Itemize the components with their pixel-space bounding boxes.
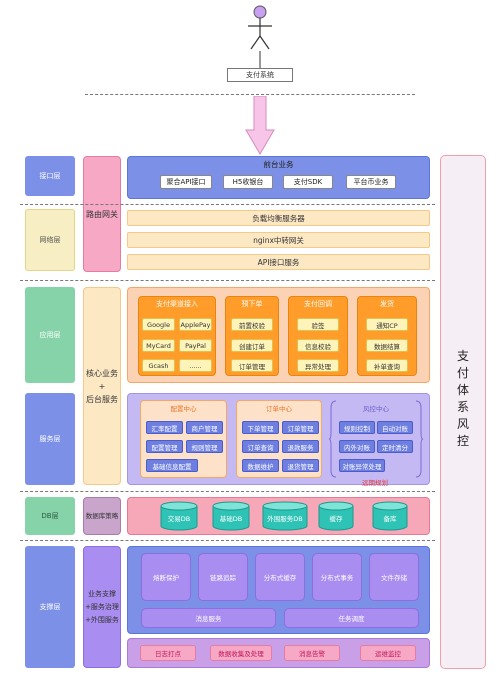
app-chip-more: ...... (179, 359, 212, 372)
app-chip-google: Google (142, 318, 175, 331)
app-chip-exception: 异常处理 (297, 359, 339, 372)
divider-access (20, 204, 435, 205)
db-cylinder-4: 备库 (372, 501, 408, 531)
app-card-callback-title: 支付回调 (304, 299, 332, 308)
app-chip-notify-cp: 通知CP (366, 318, 408, 331)
risk-control-column (440, 155, 486, 669)
divider-top (85, 94, 415, 95)
frontend-item-sdk: 支付SDK (283, 175, 333, 189)
support-data-collect: 数据收集及处理 (210, 645, 272, 661)
actor-label: 支付系统 (227, 68, 293, 82)
app-chip-applepay: ApplePay (179, 318, 212, 331)
support-monitor: 运维监控 (360, 645, 416, 661)
svc-chip-order-query: 订单查询 (242, 440, 279, 453)
db-label: 缓存 (329, 515, 343, 523)
app-chip-precheck: 前置校验 (231, 318, 273, 331)
actor-link-line (259, 51, 261, 69)
support-fuse: 熔断保护 (141, 553, 191, 601)
app-card-channel-title: 支付渠道接入 (156, 299, 198, 308)
divider-db (20, 540, 435, 541)
app-chip-settlement: 数据结算 (366, 339, 408, 352)
middle-gateway: 路由网关 (83, 156, 121, 272)
frontend-item-api: 聚合API接口 (160, 175, 212, 189)
app-chip-verify-sign: 验签 (297, 318, 339, 331)
app-chip-mycard: MyCard (142, 339, 175, 352)
svc-card-order-title: 订单中心 (266, 405, 292, 413)
svc-chip-return: 退货管理 (282, 459, 319, 472)
layer-label-db: DB层 (25, 497, 75, 535)
svc-chip-inout-reconcile: 内外对账 (339, 440, 375, 453)
svc-chip-base-info: 基础信息配置 (146, 459, 198, 472)
actor-icon (248, 5, 272, 50)
db-row: 交易DB 基础DB 外围服务DB 缓存 备库 (127, 499, 430, 533)
frontend-item-coin: 平台币业务 (346, 175, 396, 189)
db-label: 外围服务DB (267, 515, 303, 523)
db-cylinder-3: 缓存 (318, 501, 354, 531)
db-cylinder-1: 基础DB (212, 501, 250, 531)
app-card-delivery-title: 发货 (380, 299, 394, 308)
database-cylinder-icon (160, 501, 198, 531)
middle-db-strategy: 数据库策略 (83, 497, 121, 535)
layer-label-access: 接口层 (25, 156, 75, 196)
db-label: 交易DB (167, 515, 191, 523)
database-cylinder-icon (372, 501, 408, 531)
svc-chip-scheduled-clearing: 定时清分 (377, 440, 413, 453)
app-chip-gcash: Gcash (142, 359, 175, 372)
app-chip-order-manage: 订单管理 (231, 359, 273, 372)
svc-chip-data-maintain: 数据维护 (242, 459, 279, 472)
app-chip-create-order: 创建订单 (231, 339, 273, 352)
network-bar-nginx: nginx中转网关 (127, 232, 430, 248)
support-msg-service: 消息服务 (141, 608, 276, 628)
layer-label-application: 应用层 (25, 287, 75, 383)
support-alarm: 消息告警 (284, 645, 340, 661)
db-label: 备库 (383, 515, 397, 523)
frontend-item-h5: H5收银台 (223, 175, 273, 189)
divider-network (20, 280, 435, 281)
network-bar-lb: 负载均衡服务器 (127, 210, 430, 226)
app-card-order-title: 预下单 (241, 299, 263, 308)
middle-support: 业务支撑+服务治理+外围服务 (83, 546, 121, 668)
risk-control-title: 支付体系风控 (456, 349, 469, 448)
svc-chip-rate: 汇率配置 (146, 421, 183, 434)
svc-chip-refund: 退款服务 (282, 440, 319, 453)
layer-label-service: 服务层 (25, 393, 75, 485)
svc-risk-note: 远期规划 (362, 479, 388, 487)
svc-risk-brace-right (415, 400, 423, 478)
database-cylinder-icon (262, 501, 308, 531)
database-cylinder-icon (212, 501, 250, 531)
svc-chip-rule-manage: 规则管理 (186, 440, 223, 453)
support-log: 日志打点 (140, 645, 196, 661)
support-dist-cache: 分布式缓存 (255, 553, 305, 601)
svc-risk-brace-left (329, 400, 337, 478)
network-bar-api: API接口服务 (127, 254, 430, 270)
database-cylinder-icon (318, 501, 354, 531)
svc-card-risk-title: 风控中心 (363, 405, 389, 413)
divider-service (20, 491, 435, 492)
svc-chip-place-order: 下单管理 (242, 421, 279, 434)
app-chip-paypal: PayPal (179, 339, 212, 352)
svc-chip-order-manage: 订单管理 (282, 421, 319, 434)
support-dist-tx: 分布式事务 (312, 553, 362, 601)
support-tracing: 链路追踪 (198, 553, 248, 601)
svc-chip-reconcile-exception: 对账异常处理 (339, 459, 385, 472)
middle-core: 核心业务+后台服务 (83, 287, 121, 485)
down-arrow-icon (245, 96, 275, 155)
support-file-storage: 文件存储 (369, 553, 419, 601)
svc-chip-merchant: 商户管理 (186, 421, 223, 434)
db-label: 基础DB (219, 515, 243, 523)
db-cylinder-2: 外围服务DB (262, 501, 308, 531)
svc-chip-rule-control: 规则控制 (339, 421, 375, 434)
frontend-title: 前台业务 (263, 159, 294, 169)
layer-label-support: 支撑层 (25, 546, 75, 668)
app-chip-info-check: 信息校验 (297, 339, 339, 352)
app-chip-reissue: 补单查询 (366, 359, 408, 372)
db-cylinder-0: 交易DB (160, 501, 198, 531)
svc-card-config-title: 配置中心 (170, 405, 197, 413)
support-task-schedule: 任务调度 (284, 608, 419, 628)
layer-label-network: 网络层 (25, 209, 75, 271)
svc-chip-config-manage: 配置管理 (146, 440, 183, 453)
svc-chip-auto-reconcile: 自动对账 (377, 421, 413, 434)
